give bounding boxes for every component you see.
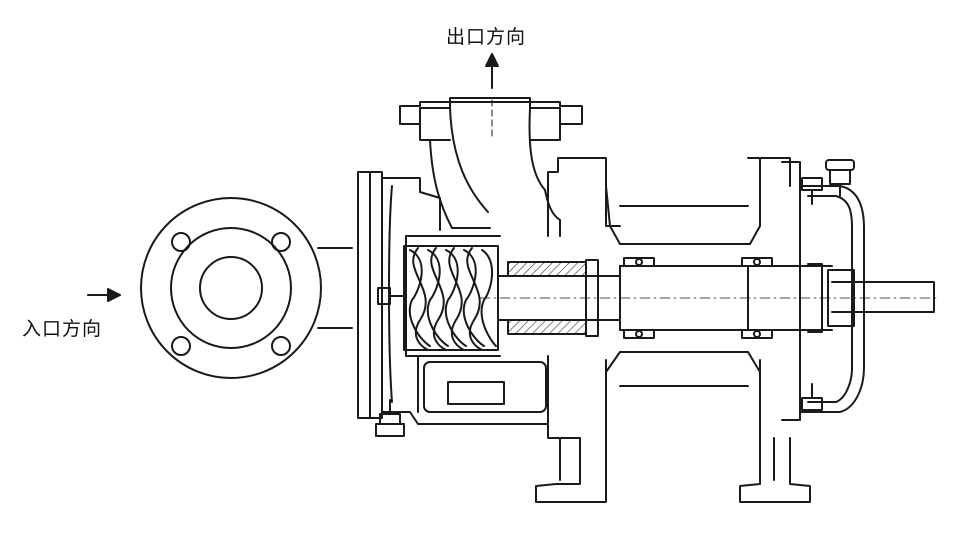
bottom-left-bolt — [375, 399, 405, 437]
screw-rotor — [403, 245, 499, 351]
bearing-rear — [741, 257, 773, 339]
end-cover — [799, 185, 865, 413]
rear-support-foot — [739, 437, 811, 503]
top-breather-bolt — [825, 159, 855, 197]
pump-casing — [357, 157, 621, 439]
cover-bolt-bottom — [801, 383, 823, 411]
bearing-front — [623, 257, 655, 339]
cover-bolt-top — [801, 177, 823, 205]
front-bolt — [377, 287, 405, 305]
outlet-direction-label: 出口方向 — [446, 26, 527, 48]
inlet-direction-label: 入口方向 — [22, 318, 103, 340]
outlet-direction-arrow — [485, 53, 499, 89]
outlet-elbow — [429, 107, 561, 229]
inlet-pipe — [317, 247, 353, 329]
inlet-flange — [140, 197, 322, 379]
outlet-flange — [399, 97, 583, 141]
front-support-foot — [535, 437, 607, 503]
bearing-bracket — [605, 157, 801, 439]
inlet-direction-arrow — [87, 288, 121, 302]
